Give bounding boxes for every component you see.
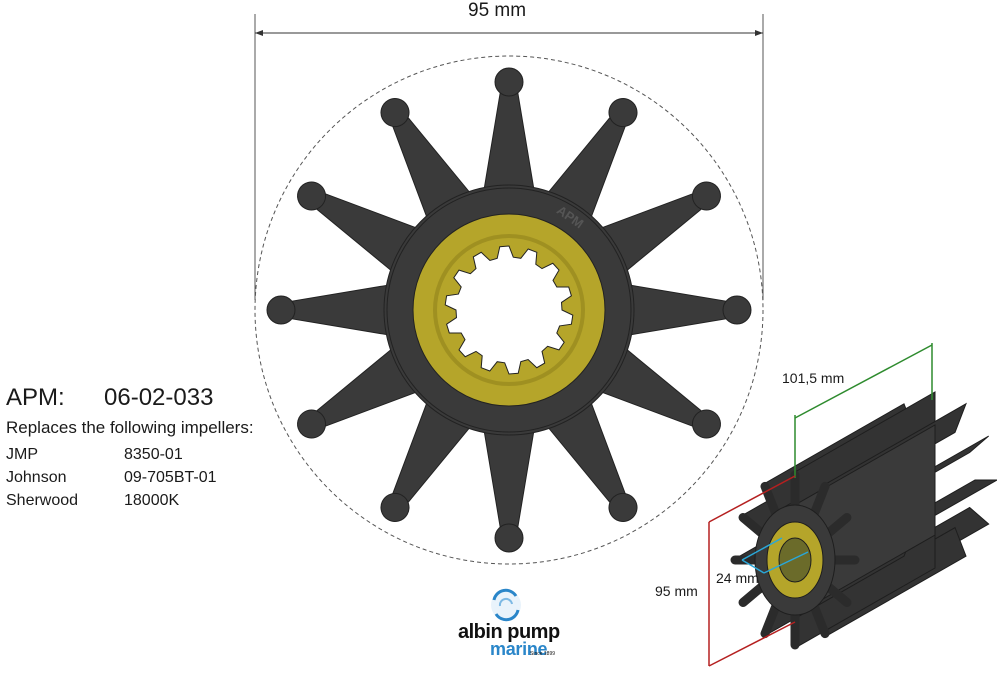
- height-dimension-label: 95 mm: [655, 583, 698, 599]
- albin-pump-logo-mark: [491, 588, 521, 622]
- outer-diameter-circle: [254, 55, 764, 565]
- blade-tip: [722, 295, 752, 325]
- length-dimension-line: [794, 344, 933, 419]
- replacement-part: 09-705BT-01: [124, 469, 217, 486]
- blade-tip: [691, 181, 721, 211]
- bore-line-top: [741, 537, 783, 561]
- apm-label: APM:: [6, 384, 65, 411]
- replacement-brand: JMP: [6, 446, 38, 463]
- replacement-brand: Sherwood: [6, 492, 79, 509]
- isometric-bore: [778, 537, 812, 583]
- impeller-isometric-view: [708, 343, 997, 667]
- bore-dimension-line: [741, 559, 765, 574]
- bore-dimension-label: 24 mm: [716, 570, 759, 586]
- logo-swirl-arc: [492, 588, 518, 601]
- logo-since: Since 1899: [530, 651, 556, 657]
- spline-bore: [444, 245, 574, 375]
- impeller-front-view: APM: [254, 14, 764, 565]
- blade-tip: [608, 98, 638, 128]
- logo-swirl-inner: [498, 597, 513, 607]
- bore-line-bottom: [763, 551, 809, 574]
- logo-swirl-arc: [494, 609, 520, 622]
- blade-tip: [494, 523, 524, 553]
- apm-part-number: 06-02-033: [104, 384, 214, 411]
- hub-ring: [386, 187, 632, 433]
- outer-diameter-label: 95 mm: [468, 0, 527, 21]
- length-dimension-label: 101,5 mm: [782, 370, 845, 386]
- blade-tip: [380, 492, 410, 522]
- arrow-right: [755, 30, 763, 36]
- replacement-part: 8350-01: [124, 446, 183, 463]
- logo-swirl-bg: [491, 590, 521, 620]
- blade-tip: [691, 409, 721, 439]
- height-extension-top: [708, 475, 796, 523]
- blade-tip: [494, 67, 524, 97]
- blade-tip: [608, 492, 638, 522]
- insert-shading: [433, 234, 585, 386]
- logo-subname: marine: [490, 639, 548, 659]
- replacement-brand: Johnson: [6, 469, 67, 486]
- blade-tip: [266, 295, 296, 325]
- blade-tip: [297, 181, 327, 211]
- replaces-heading: Replaces the following impellers:: [6, 418, 254, 437]
- height-extension-bottom: [708, 621, 796, 667]
- logo-name: albin pump: [458, 621, 560, 643]
- replacement-part: 18000K: [124, 492, 180, 509]
- arrow-left: [255, 30, 263, 36]
- blade-tip: [380, 98, 410, 128]
- blade-tip: [297, 409, 327, 439]
